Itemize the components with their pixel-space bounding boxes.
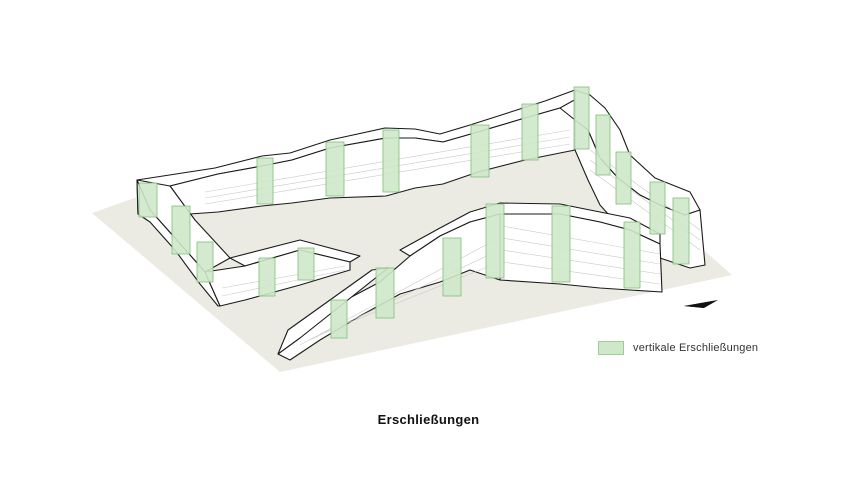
core bbox=[382, 129, 400, 193]
core bbox=[375, 267, 395, 319]
core bbox=[521, 103, 539, 161]
core bbox=[615, 151, 632, 205]
north-arrow-icon bbox=[684, 300, 718, 308]
core bbox=[138, 182, 158, 218]
core bbox=[297, 247, 315, 281]
core bbox=[485, 203, 505, 279]
core bbox=[623, 221, 641, 289]
core bbox=[573, 86, 590, 150]
core bbox=[442, 237, 462, 297]
core bbox=[672, 197, 690, 265]
core bbox=[649, 181, 666, 235]
core bbox=[258, 257, 276, 297]
core bbox=[171, 205, 191, 255]
vertical-cores bbox=[138, 86, 690, 339]
legend: vertikale Erschließungen bbox=[598, 341, 758, 355]
legend-swatch bbox=[598, 341, 624, 355]
core bbox=[595, 114, 611, 176]
core bbox=[330, 299, 348, 339]
core bbox=[325, 141, 345, 197]
core bbox=[256, 157, 274, 205]
core bbox=[196, 241, 214, 283]
core bbox=[470, 124, 490, 178]
legend-label: vertikale Erschließungen bbox=[633, 342, 759, 354]
core bbox=[551, 205, 571, 283]
diagram-title: Erschließungen bbox=[377, 412, 480, 427]
